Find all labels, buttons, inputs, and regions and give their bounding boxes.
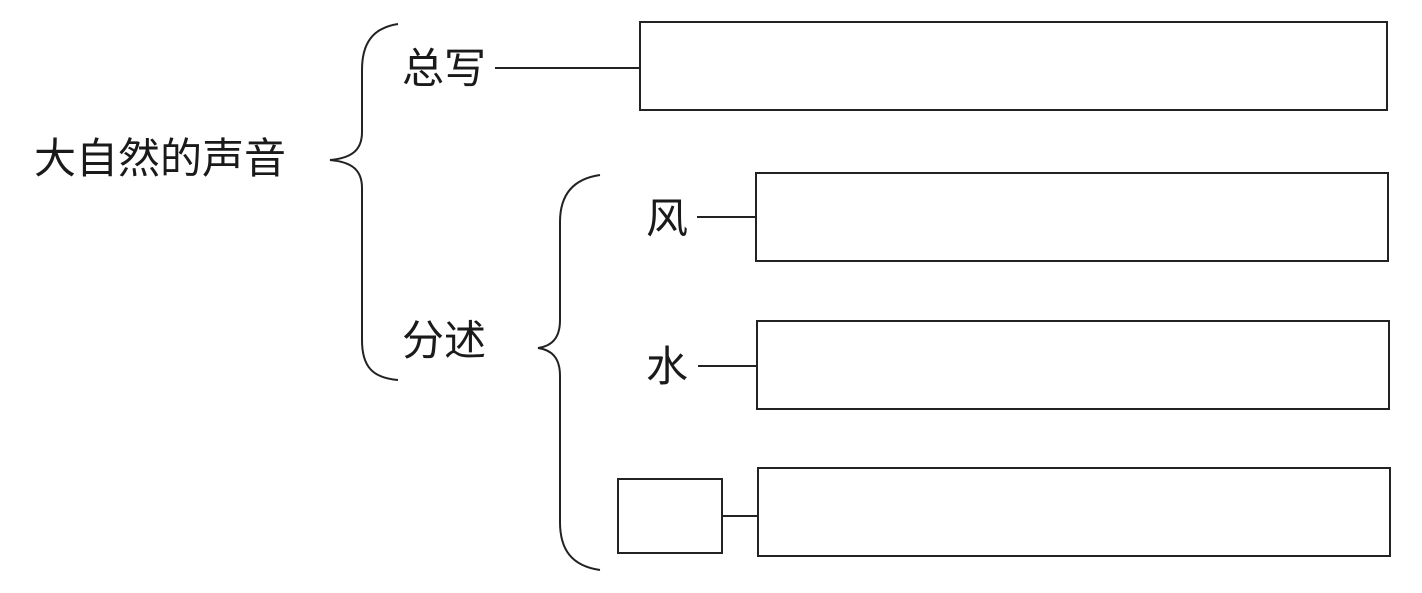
shui-label: 水 [646, 342, 689, 391]
inner-brace [537, 174, 601, 571]
shui-answer-box[interactable] [756, 320, 1390, 410]
zongxie-answer-box[interactable] [639, 21, 1388, 111]
feng-label: 风 [646, 194, 689, 243]
third-item-answer-box[interactable] [757, 467, 1391, 557]
fenshu-label: 分述 [402, 316, 487, 365]
feng-answer-box[interactable] [755, 172, 1389, 262]
outer-brace [329, 23, 399, 381]
third-item-label-box[interactable] [617, 478, 723, 554]
zongxie-label: 总写 [402, 44, 487, 93]
root-label: 大自然的声音 [34, 134, 287, 183]
